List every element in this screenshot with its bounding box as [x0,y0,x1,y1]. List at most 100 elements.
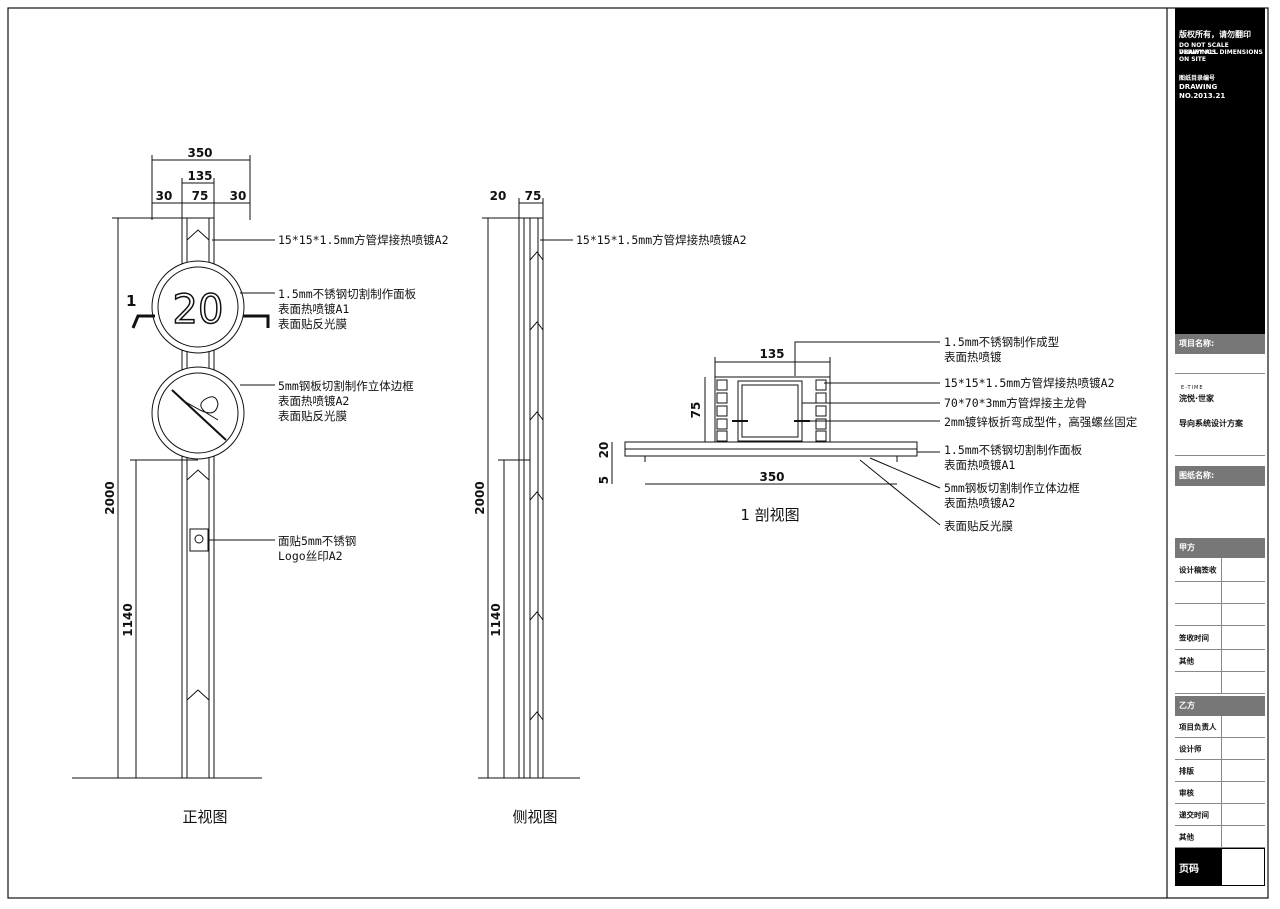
sq-r-2 [815,392,827,404]
side-note-1: 15*15*1.5mm方管焊接热喷镀A2 [576,233,747,247]
sq-r-3 [815,405,827,417]
sq-r-1 [815,379,827,391]
front-dim-135: 135 [187,169,212,183]
side-view-title: 侧视图 [512,808,557,826]
designer-value [1221,738,1266,759]
sec-note-1-l1: 1.5mm不锈钢制作成型 [944,335,1059,349]
designer-label: 设计师 [1179,744,1202,753]
side-chevron-1 [529,251,544,261]
prohibition-slash [171,389,227,441]
sec-note-6-l1: 5mm钢板切割制作立体边框 [944,481,1080,495]
leader-sec-6 [869,457,941,489]
leader-sec-7 [859,459,941,526]
front-chevron-2 [186,689,210,701]
sec-dim-5: 5 [597,476,611,484]
sq-l-1 [716,379,728,391]
other-2-label: 其他 [1179,832,1194,841]
layout-label: 排版 [1179,766,1194,775]
project-blank-row [1175,354,1265,374]
side-dim-75: 75 [525,189,542,203]
front-note-3-l3: 表面贴反光膜 [278,409,347,423]
sq-l-2 [716,392,728,404]
front-view [72,155,275,779]
drawing-name-value [1175,486,1265,539]
row-review: 审核 [1175,782,1265,804]
row-layout: 排版 [1175,760,1265,782]
section-marker-right [243,314,270,328]
sec-note-6-l2: 表面热喷镀A2 [944,496,1015,510]
section-main-tube [737,380,803,442]
front-note-4-l1: 面贴5mm不锈钢 [278,534,356,548]
front-note-3-l2: 表面热喷镀A2 [278,394,349,408]
row-blank-3 [1175,672,1265,694]
warn-line-1: DO NOT SCALE DRAWINGS. [1179,42,1229,56]
sq-r-5 [815,430,827,442]
section-marker-label: 1 [126,292,136,310]
project-label: 项目名称: [1175,334,1265,354]
side-chevron-3 [529,411,544,421]
front-note-2-l1: 1.5mm不锈钢切割制作面板 [278,287,417,301]
front-chevron-1 [186,469,210,481]
front-dim-350: 350 [187,146,212,160]
side-dim-20: 20 [490,189,507,203]
sec-note-5-l2: 表面热喷镀A1 [944,458,1015,472]
sign-time-label: 签收时间 [1179,633,1209,642]
side-view [478,198,580,779]
project-lead-value [1221,716,1266,737]
sq-l-4 [716,418,728,430]
front-note-2-l2: 表面热喷镀A1 [278,302,349,316]
sec-note-1-l2: 表面热喷镀 [944,350,1002,364]
title-block: 版权所有，请勿翻印 DO NOT SCALE DRAWINGS. VERIFY … [1175,8,1265,886]
logo-plate [189,528,209,552]
front-note-4-l2: Logo丝印A2 [278,549,343,563]
sec-dim-75: 75 [689,402,703,419]
other-1-value [1221,650,1266,671]
section-view-title: 1 剖视图 [740,506,799,524]
drawing-no-label: 图纸目录编号 [1179,75,1216,82]
sign-2-inner [157,372,239,454]
section-main-tube-inner [741,384,799,438]
sign-1-inner [157,266,239,348]
front-view-title: 正视图 [182,808,227,826]
sec-dim-135: 135 [759,347,784,361]
sec-note-4: 2mm镀锌板折弯成型件，高强螺丝固定 [944,415,1138,429]
drawing-name-label: 图纸名称: [1175,466,1265,486]
row-sign-time: 签收时间 [1175,626,1265,650]
logo-mark-icon [194,534,204,544]
warn-line-2: VERIFY ALL DIMENSIONS [1179,49,1263,56]
project-name: 导向系统设计方案 [1179,419,1243,428]
front-dim-1140: 1140 [121,603,135,636]
sec-note-7: 表面贴反光膜 [944,519,1013,533]
front-dim-2000: 2000 [103,481,117,514]
sq-l-5 [716,430,728,442]
sec-note-5-l1: 1.5mm不锈钢切割制作面板 [944,443,1083,457]
review-label: 审核 [1179,788,1194,797]
sq-r-4 [815,418,827,430]
party-b-label: 乙方 [1175,696,1265,716]
project-lead-label: 项目负责人 [1179,722,1217,731]
title-block-header: 版权所有，请勿翻印 DO NOT SCALE DRAWINGS. VERIFY … [1175,8,1265,334]
row-design-confirm: 设计稿签收 [1175,558,1265,582]
other-1-label: 其他 [1179,656,1194,665]
sec-dim-20: 20 [597,442,611,459]
warn-line-3: ON SITE [1179,56,1206,63]
other-2-value [1221,826,1266,847]
row-page: 页码 [1175,848,1265,886]
front-note-1: 15*15*1.5mm方管焊接热喷镀A2 [278,233,449,247]
row-designer: 设计师 [1175,738,1265,760]
side-chevron-2 [529,321,544,331]
blank-1-value [1221,582,1266,603]
review-value [1221,782,1266,803]
sign-time-value [1221,626,1266,649]
section-view [611,341,941,526]
leader-sec-1 [794,341,940,376]
sec-dim-350: 350 [759,470,784,484]
side-chevron-5 [529,611,544,621]
row-other-2: 其他 [1175,826,1265,848]
front-chevron-3 [186,229,210,241]
row-project-lead: 项目负责人 [1175,716,1265,738]
side-chevron-4 [529,491,544,501]
brand-english: E-TIME [1181,385,1204,391]
